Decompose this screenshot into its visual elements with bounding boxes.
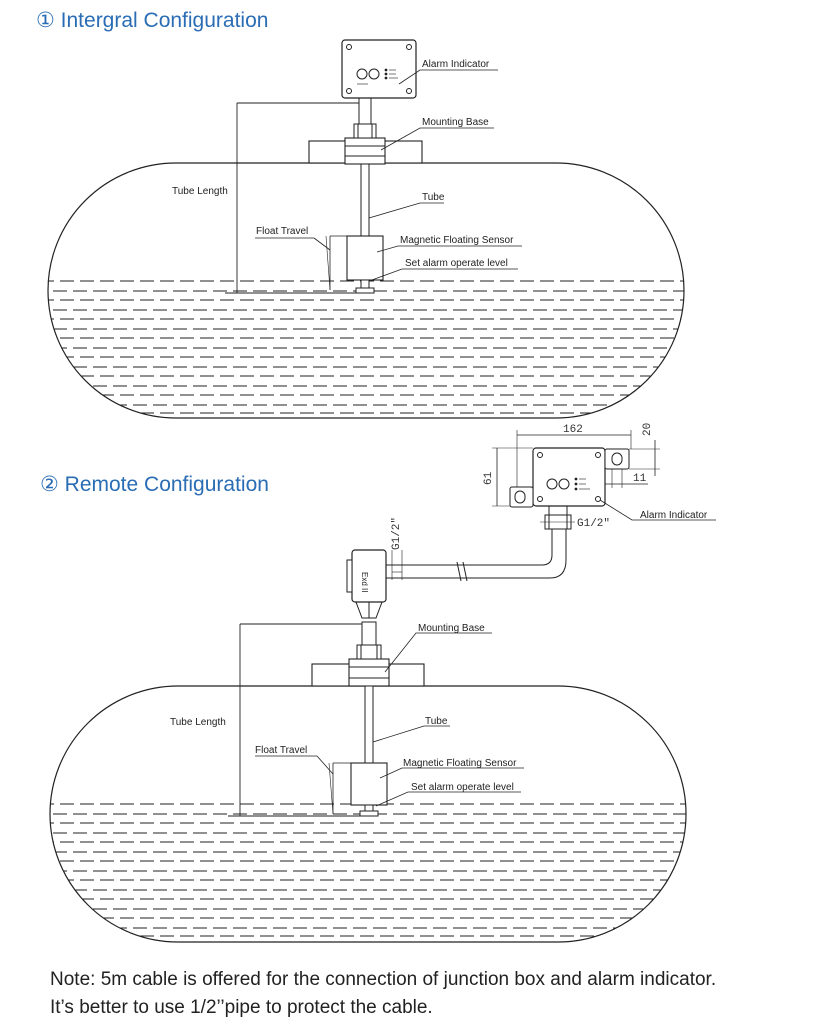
label-mounting-base-2: Mounting Base <box>418 623 485 634</box>
label-float-travel-1: Float Travel <box>256 226 308 237</box>
note-line-1: Note: 5m cable is offered for the connec… <box>50 969 717 990</box>
label-float-travel-2: Float Travel <box>255 745 307 756</box>
label-magnetic-floating-sensor-1: Magnetic Floating Sensor <box>400 235 514 246</box>
label-alarm-indicator-2: Alarm Indicator <box>640 510 708 521</box>
dim-height-61: 61 <box>483 471 495 485</box>
dim-thread-side: G1/2" <box>391 517 403 550</box>
dim-width-162: 162 <box>563 424 583 436</box>
level-switch-diagram: Alarm Indicator Mounting Base Tube Tube … <box>47 39 716 943</box>
liquid-level-1 <box>48 280 684 414</box>
label-mounting-base-1: Mounting Base <box>422 117 489 128</box>
label-alarm-indicator-1: Alarm Indicator <box>422 59 490 70</box>
magnetic-float-1 <box>346 235 384 281</box>
label-tube-2: Tube <box>425 716 448 727</box>
label-tube-length-2: Tube Length <box>170 717 226 728</box>
integral-configuration: Alarm Indicator Mounting Base Tube Tube … <box>47 39 685 419</box>
note-line-2: It’s better to use 1/2’’pipe to protect … <box>50 997 433 1018</box>
dim-thread-top: G1/2" <box>577 518 610 530</box>
mounting-base-1 <box>344 137 386 165</box>
section1-title: ① Intergral Configuration <box>36 9 269 32</box>
label-tube-1: Tube <box>422 192 445 203</box>
tube-1 <box>360 163 370 237</box>
label-magnetic-floating-sensor-2: Magnetic Floating Sensor <box>403 758 517 769</box>
magnetic-float-2 <box>350 762 388 806</box>
section2-title: ② Remote Configuration <box>40 473 269 496</box>
label-set-alarm-level-1: Set alarm operate level <box>405 258 508 269</box>
dim-offset-20: 20 <box>642 423 654 436</box>
label-set-alarm-level-2: Set alarm operate level <box>411 782 514 793</box>
alarm-indicator-box-1 <box>341 39 417 99</box>
alarm-indicator-box-2 <box>509 447 630 508</box>
liquid-level-2 <box>50 803 686 937</box>
remote-configuration: Exd II <box>49 423 716 943</box>
svg-text:Exd II: Exd II <box>360 572 369 592</box>
tube-2 <box>364 685 374 764</box>
mounting-base-2 <box>348 658 390 687</box>
dim-hole-11: 11 <box>633 473 647 485</box>
cable-conduit <box>386 505 572 582</box>
label-tube-length-1: Tube Length <box>172 186 228 197</box>
